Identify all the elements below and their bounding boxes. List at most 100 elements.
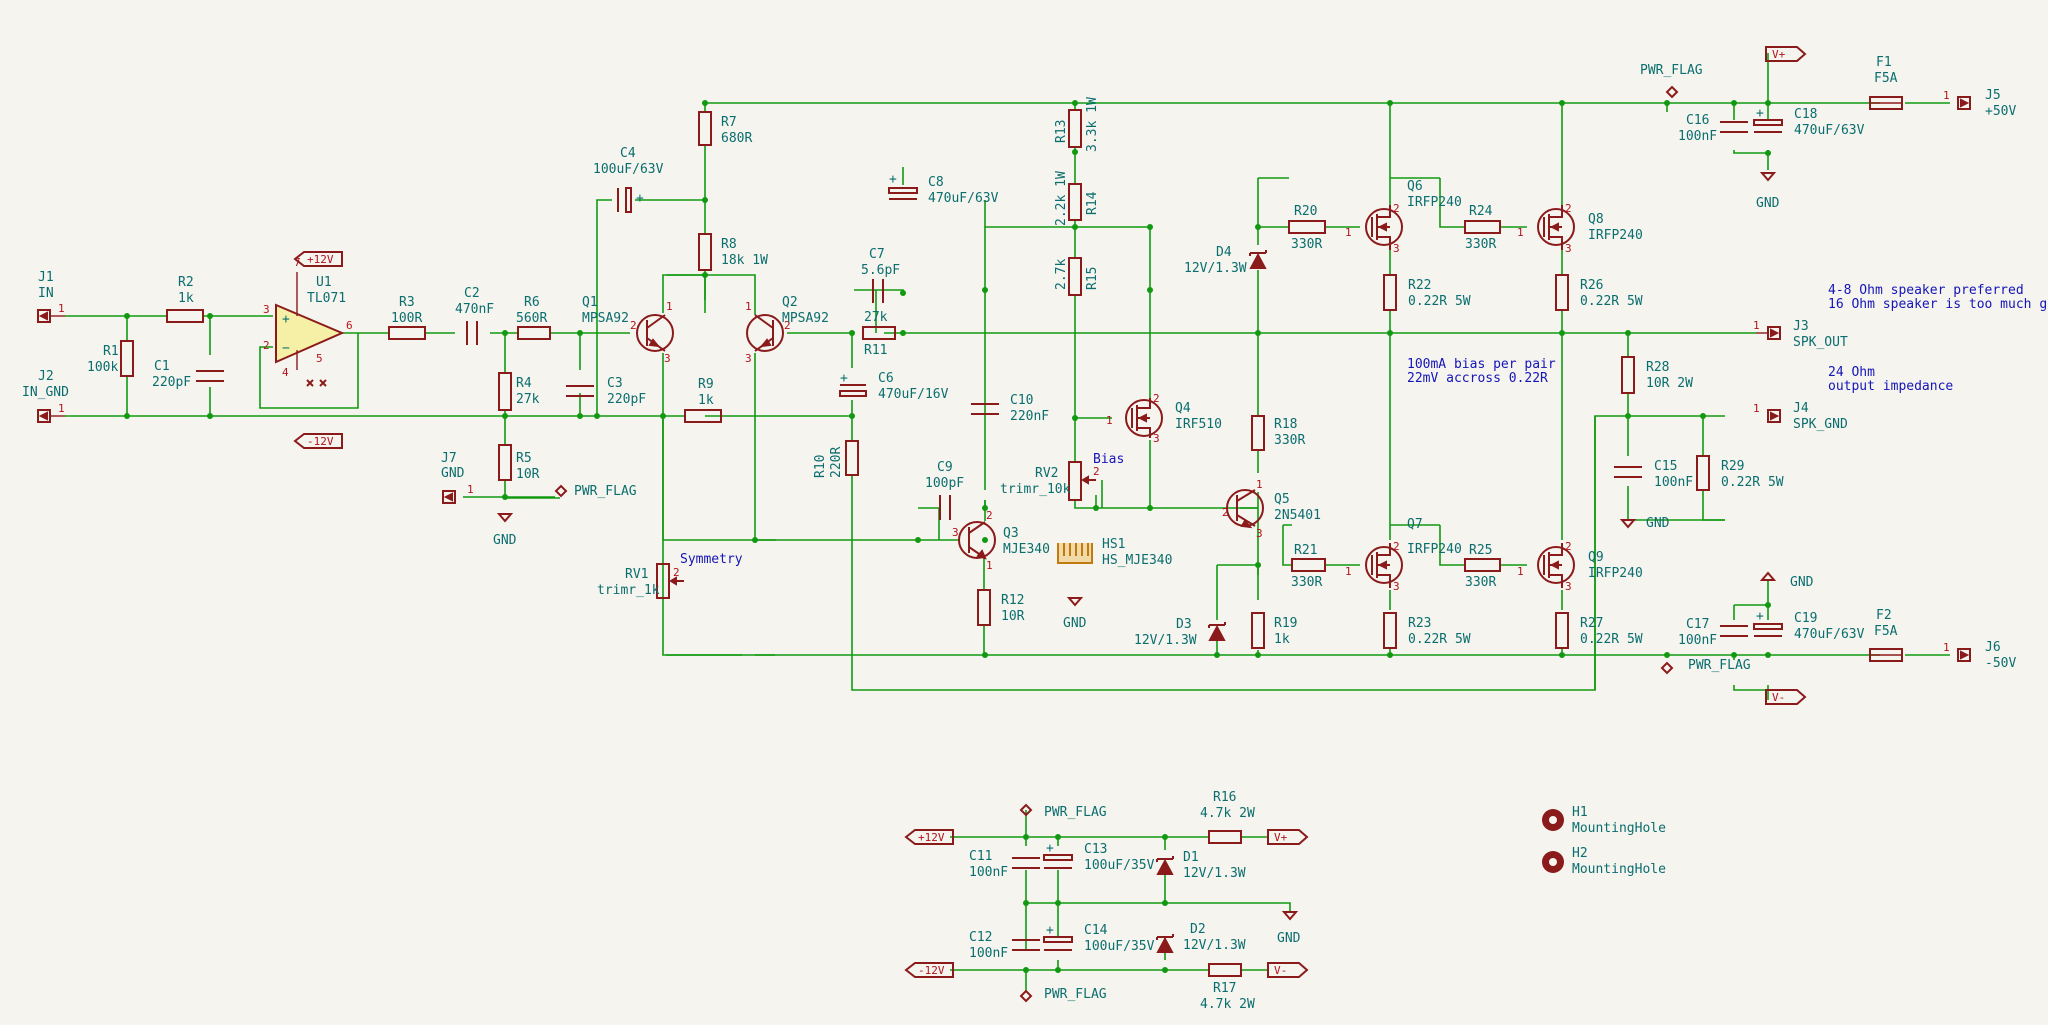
d2-value: 12V/1.3W <box>1183 938 1246 953</box>
resistor-r27[interactable]: R27 0.22R 5W <box>1555 612 1643 649</box>
svg-text:2: 2 <box>986 509 993 522</box>
resistor-r29[interactable]: R29 0.22R 5W <box>1696 455 1784 491</box>
c15-ref: C15 <box>1654 459 1677 474</box>
connector-j5[interactable]: 1 J5 +50V <box>1943 88 2016 119</box>
c9-ref: C9 <box>937 460 953 475</box>
resistor-r16[interactable]: R16 4.7k 2W <box>1200 790 1255 844</box>
fuse-f1[interactable]: F1 F5A <box>1869 55 1903 110</box>
resistor-r5[interactable]: R5 10R <box>498 444 540 482</box>
connector-j7-body[interactable] <box>442 490 456 504</box>
connector-j7[interactable]: 1 J7 GND <box>441 451 474 504</box>
connector-j5-body[interactable] <box>1957 96 1971 110</box>
connector-j6-body[interactable] <box>1957 648 1971 662</box>
connector-j4[interactable]: 1 J4 SPK_GND <box>1753 401 1848 432</box>
r15-ref: R15 <box>1085 267 1100 290</box>
resistor-r3[interactable]: R3 100R <box>388 295 426 340</box>
capacitor-c18[interactable]: + C18 470uF/63V <box>1753 106 1865 138</box>
zener-d1[interactable]: D1 12V/1.3W <box>1156 850 1246 881</box>
zener-d3[interactable]: D3 12V/1.3W <box>1134 617 1226 648</box>
mosfet-q9[interactable]: 1 2 3 Q9 IRFP240 <box>1517 540 1643 593</box>
capacitor-c17[interactable]: C17 100nF <box>1678 617 1748 648</box>
trimmer-rv2[interactable]: 2 Bias RV2 trimr_10k <box>1000 452 1124 501</box>
resistor-r26[interactable]: R26 0.22R 5W <box>1555 274 1643 311</box>
mosfet-q6[interactable]: 1 2 3 Q6 IRFP240 <box>1345 179 1462 255</box>
capacitor-c13[interactable]: + C13 100uF/35V <box>1043 841 1155 873</box>
resistor-r8[interactable]: R8 18k 1W <box>698 233 768 271</box>
resistor-r23[interactable]: R23 0.22R 5W <box>1383 612 1471 649</box>
capacitor-c6[interactable]: + C6 470uF/16V <box>839 371 949 402</box>
capacitor-c4[interactable]: + C4 100uF/63V <box>593 146 664 213</box>
resistor-r10[interactable]: R10 220R <box>813 440 859 478</box>
r4-value: 27k <box>516 392 540 407</box>
r23-value: 0.22R 5W <box>1408 632 1471 647</box>
transistor-q3[interactable]: 3 2 1 Q3 MJE340 <box>952 509 1050 572</box>
opamp-u1[interactable]: + − 3 2 6 7 4 5 U1 TL071 <box>263 256 353 387</box>
resistor-r24[interactable]: R24 330R <box>1464 204 1501 252</box>
svg-text:GND: GND <box>493 533 517 548</box>
resistor-r17[interactable]: R17 4.7k 2W <box>1200 963 1255 1012</box>
j6-ref: J6 <box>1985 640 2001 655</box>
resistor-r28[interactable]: R28 10R 2W <box>1621 356 1693 394</box>
capacitor-c2[interactable]: C2 470nF <box>455 286 494 345</box>
capacitor-c11[interactable]: C11 100nF <box>969 849 1040 880</box>
connector-j6[interactable]: 1 J6 -50V <box>1943 640 2016 671</box>
resistor-r18[interactable]: R18 330R <box>1251 415 1305 451</box>
opamp-u1-body[interactable] <box>275 303 345 364</box>
d4-value: 12V/1.3W <box>1184 261 1247 276</box>
connector-j4-body[interactable] <box>1767 409 1781 423</box>
resistor-r14[interactable]: R14 2.2k 1W <box>1054 171 1100 226</box>
trimmer-rv1[interactable]: 2 Symmetry RV1 trimr_1k <box>597 552 743 599</box>
r25-value: 330R <box>1465 575 1496 590</box>
pwr-flag-5: PWR_FLAG <box>1019 987 1107 1003</box>
resistor-r25[interactable]: R25 330R <box>1464 543 1501 590</box>
r9-ref: R9 <box>698 377 714 392</box>
transistor-q2[interactable]: 2 1 3 Q2 MPSA92 <box>745 295 829 365</box>
zener-d4[interactable]: D4 12V/1.3W <box>1184 245 1267 276</box>
r5-ref: R5 <box>516 451 532 466</box>
capacitor-c10[interactable]: C10 220nF <box>971 393 1049 424</box>
r16-ref: R16 <box>1213 790 1236 805</box>
connector-j1[interactable]: 1 J1 IN <box>37 270 65 323</box>
capacitor-c16[interactable]: C16 100nF <box>1678 113 1748 144</box>
capacitor-c12[interactable]: C12 100nF <box>969 930 1040 961</box>
resistor-r2[interactable]: R2 1k <box>166 275 204 323</box>
resistor-r6[interactable]: R6 560R <box>516 295 551 340</box>
mounting-hole-h1[interactable]: H1 MountingHole <box>1542 805 1666 836</box>
resistor-r22[interactable]: R22 0.22R 5W <box>1383 274 1471 311</box>
capacitor-c9[interactable]: C9 100pF <box>925 460 964 520</box>
resistor-r12[interactable]: R12 10R <box>977 589 1025 626</box>
transistor-q1[interactable]: 2 1 3 Q1 MPSA92 <box>582 295 674 365</box>
mosfet-q4[interactable]: 1 2 3 Q4 IRF510 <box>1106 392 1222 445</box>
transistor-q5[interactable]: 2 1 3 Q5 2N5401 <box>1222 478 1321 540</box>
capacitor-c3[interactable]: C3 220pF <box>566 376 646 407</box>
resistor-r4[interactable]: R4 27k <box>498 372 540 411</box>
capacitor-c1[interactable]: C1 220pF <box>152 359 224 390</box>
resistor-r19[interactable]: R19 1k <box>1251 612 1297 649</box>
connector-j3[interactable]: 1 J3 SPK_OUT <box>1753 319 1848 350</box>
capacitor-c19[interactable]: + C19 470uF/63V <box>1753 609 1865 642</box>
resistor-r21[interactable]: R21 330R <box>1291 543 1326 590</box>
mosfet-q7[interactable]: 1 2 3 Q7 IRFP240 <box>1345 517 1462 593</box>
r17-value: 4.7k 2W <box>1200 997 1255 1012</box>
zener-d2[interactable]: D2 12V/1.3W <box>1156 922 1246 953</box>
connector-j2[interactable]: 1 J2 IN_GND <box>22 369 69 423</box>
r14-ref: R14 <box>1085 191 1100 215</box>
resistor-r7[interactable]: R7 680R <box>698 111 752 146</box>
ground-symbol-4: GND <box>1756 172 1780 211</box>
mounting-hole-h2[interactable]: H2 MountingHole <box>1542 846 1666 877</box>
mosfet-q8[interactable]: 1 2 3 Q8 IRFP240 <box>1517 202 1643 255</box>
c2-ref: C2 <box>464 286 480 301</box>
fuse-f2[interactable]: F2 F5A <box>1869 608 1903 662</box>
capacitor-c14[interactable]: + C14 100uF/35V <box>1043 923 1155 954</box>
c8-ref: C8 <box>928 175 944 190</box>
resistor-r13[interactable]: R13 3.3k 1W <box>1054 97 1100 152</box>
resistor-r9[interactable]: R9 1k <box>684 377 722 423</box>
capacitor-c15[interactable]: C15 100nF <box>1614 459 1693 490</box>
resistor-r15[interactable]: R15 2.7k <box>1054 257 1100 296</box>
capacitor-c7[interactable]: C7 5.6pF <box>861 247 900 303</box>
resistor-r1[interactable]: R1 100k <box>87 340 134 377</box>
resistor-r20[interactable]: R20 330R <box>1288 204 1326 252</box>
resistor-r11[interactable]: 27k R11 <box>862 310 896 358</box>
svg-text:1: 1 <box>1345 565 1352 578</box>
capacitor-c8[interactable]: + C8 470uF/63V <box>888 172 999 206</box>
